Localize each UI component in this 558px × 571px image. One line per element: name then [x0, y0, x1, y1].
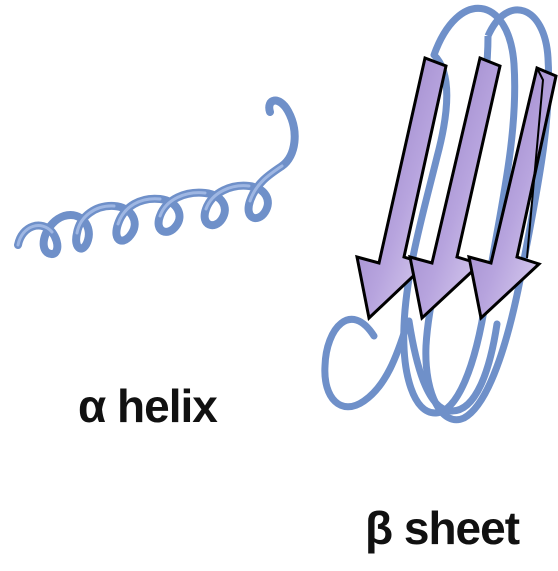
beta-sheet-label: β sheet [365, 505, 519, 551]
alpha-helix-coil [18, 101, 295, 254]
alpha-helix-ribbon [18, 101, 295, 254]
alpha-helix-label: α helix [78, 383, 217, 429]
beta-sheet-arrows [357, 58, 556, 318]
beta-sheet-ribbon-right [325, 319, 407, 406]
alpha-helix-highlight [18, 166, 282, 245]
